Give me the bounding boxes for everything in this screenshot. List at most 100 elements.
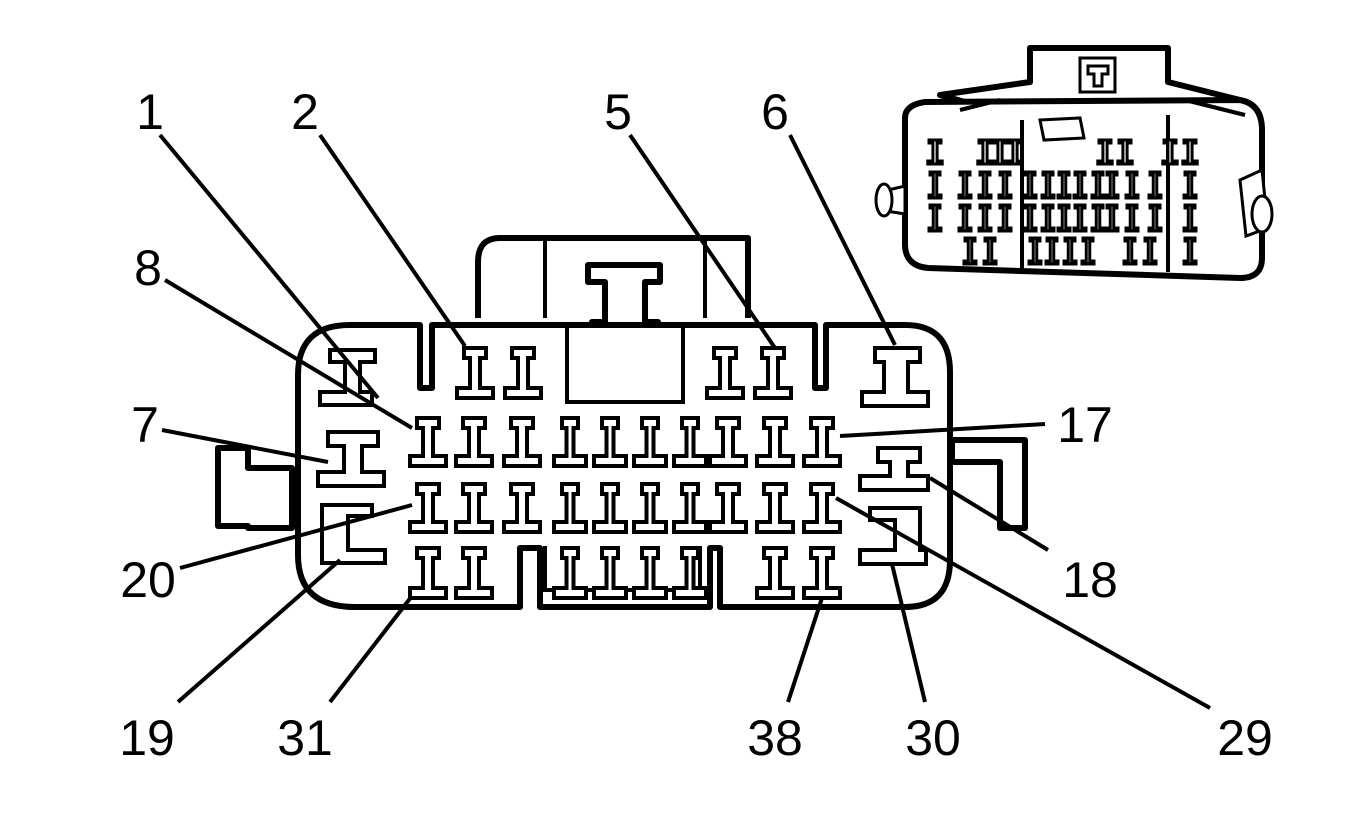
pin-label-19: 19	[119, 710, 175, 766]
pin-cavity	[672, 482, 708, 534]
perspective-pin-cavities	[926, 138, 1199, 266]
perspective-pin-cavity	[1147, 203, 1163, 233]
perspective-pin-cavity	[1027, 236, 1043, 266]
pin-cavity	[454, 546, 494, 600]
pin-cavity	[632, 416, 668, 468]
perspective-pin-cavity	[1182, 170, 1198, 200]
pin-label-18: 18	[1062, 552, 1118, 608]
pin-cavity	[755, 416, 795, 468]
perspective-pin-cavity	[1124, 170, 1140, 200]
pin-cavity	[672, 416, 708, 468]
leader-18	[928, 476, 1050, 552]
perspective-pin-cavity	[957, 203, 973, 233]
pin-label-20: 20	[120, 552, 176, 608]
leader-30	[890, 563, 927, 703]
connector-perspective-view	[874, 45, 1274, 281]
pin-label-29: 29	[1217, 710, 1273, 766]
leader-19	[176, 558, 342, 704]
pin-cavity	[408, 482, 448, 534]
pin-cavity	[408, 546, 448, 600]
leader-5	[628, 133, 777, 350]
perspective-pin-cavity	[1022, 170, 1038, 200]
perspective-pin-cavity	[1072, 203, 1088, 233]
pin-label-31: 31	[277, 710, 333, 766]
perspective-pin-cavity	[997, 203, 1013, 233]
pin-cavity	[708, 482, 748, 534]
perspective-pin-cavity	[1044, 236, 1060, 266]
perspective-pin-cavity	[1080, 236, 1096, 266]
pin-cavity	[755, 482, 795, 534]
pin-label-5: 5	[604, 84, 632, 140]
perspective-pin-cavity	[1022, 203, 1038, 233]
leader-7	[161, 428, 329, 464]
pin-cavity	[455, 346, 495, 400]
perspective-pin-cavity	[1056, 170, 1072, 200]
pin-label-6: 6	[761, 84, 789, 140]
pin-label-38: 38	[747, 710, 803, 766]
pin-cavity	[802, 416, 842, 468]
perspective-pin-cavity	[1124, 203, 1140, 233]
perspective-pin-cavity	[1096, 138, 1114, 166]
perspective-pin-cavity	[926, 138, 944, 166]
leader-1	[158, 133, 380, 400]
pin-cavity	[502, 416, 542, 468]
perspective-pin-cavity	[1181, 138, 1199, 166]
perspective-pin-cavity	[1040, 170, 1056, 200]
perspective-pin-cavity	[927, 170, 943, 200]
pin-cavity	[592, 416, 628, 468]
pin-cavity	[802, 546, 842, 600]
pin-cavity	[552, 546, 588, 600]
pin-cavities	[408, 346, 842, 600]
pin-cavity	[503, 346, 543, 400]
pin-label-17: 17	[1057, 397, 1113, 453]
leader-2	[318, 133, 467, 348]
perspective-pin-cavity	[1090, 203, 1106, 233]
perspective-pin-cavity	[977, 203, 993, 233]
perspective-pin-cavity	[1142, 236, 1158, 266]
pin-cavity	[802, 482, 842, 534]
pin-label-8: 8	[134, 240, 162, 296]
perspective-pin-cavity	[962, 236, 978, 266]
side-cavities	[316, 346, 930, 566]
perspective-pin-cavity	[1056, 203, 1072, 233]
perspective-body	[902, 97, 1265, 281]
pin-label-30: 30	[905, 710, 961, 766]
perspective-pin-cavity	[1104, 170, 1120, 200]
perspective-pin-cavity	[1006, 138, 1024, 166]
pin-cavity	[592, 546, 628, 600]
perspective-pin-cavity	[1072, 170, 1088, 200]
leader-17	[839, 422, 1046, 438]
leader-29	[835, 496, 1211, 710]
perspective-pin-cavity	[1116, 138, 1134, 166]
pin-cavity	[552, 416, 588, 468]
pin-cavity	[454, 416, 494, 468]
pin-label-7: 7	[131, 397, 159, 453]
leader-8	[163, 278, 414, 430]
pin-cavity	[454, 482, 494, 534]
perspective-pin-cavity	[1062, 236, 1078, 266]
perspective-pin-cavity	[1182, 203, 1198, 233]
perspective-pin-cavity	[1090, 170, 1106, 200]
pin-cavity	[408, 416, 448, 468]
perspective-pin-cavity	[1182, 236, 1198, 266]
perspective-pin-cavity	[982, 236, 998, 266]
perspective-pin-cavity	[1040, 203, 1056, 233]
pin-cavity	[708, 416, 748, 468]
perspective-pin-cavity	[977, 170, 993, 200]
leader-lines	[158, 133, 1211, 710]
left-clip	[215, 445, 295, 531]
pin-label-1: 1	[136, 84, 164, 140]
pin-label-2: 2	[291, 84, 319, 140]
perspective-pin-cavity	[927, 203, 943, 233]
perspective-pin-cavity	[1104, 203, 1120, 233]
leader-38	[786, 597, 824, 703]
perspective-pin-cavity	[1147, 170, 1163, 200]
leader-31	[328, 594, 414, 704]
perspective-pin-cavity	[1161, 138, 1179, 166]
pin-cavity	[753, 346, 793, 400]
pin-cavity	[755, 546, 795, 600]
pin-cavity	[672, 546, 708, 600]
pin-cavity	[632, 546, 668, 600]
pin-cavity	[552, 482, 588, 534]
